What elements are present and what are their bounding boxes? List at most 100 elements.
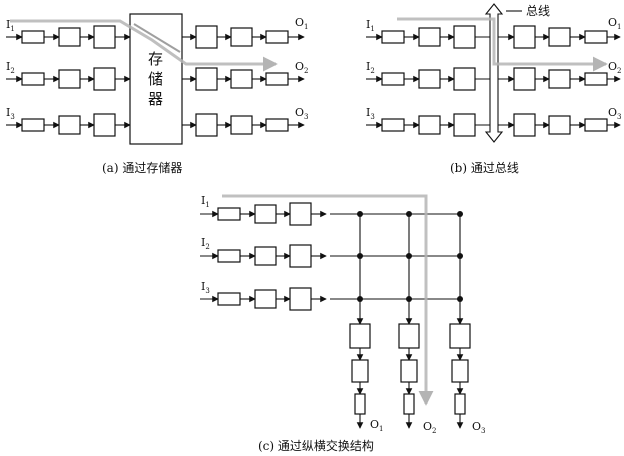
- processing-block: [254, 204, 277, 224]
- queue-block: [513, 113, 536, 137]
- output-buffer: [454, 393, 466, 415]
- input-buffer: [217, 207, 241, 221]
- panel-c-row-3: [200, 287, 460, 311]
- output-buffer: [584, 30, 608, 44]
- crosspoints: [357, 211, 463, 302]
- input-label-2: I2: [201, 236, 210, 251]
- processing-block: [418, 27, 441, 47]
- queue-block: [453, 67, 476, 91]
- crosspoint-dot: [457, 253, 463, 259]
- crosspoint-dot: [457, 211, 463, 217]
- input-label-2: I2: [366, 60, 375, 75]
- panel-a-row-3: [6, 113, 305, 137]
- output-label-3: O3: [472, 420, 486, 435]
- caption-c: (c) 通过纵横交换结构: [258, 438, 374, 453]
- output-buffer: [584, 118, 608, 132]
- output-label-2: O2: [608, 60, 622, 75]
- input-buffer: [21, 118, 45, 132]
- input-buffer: [381, 30, 405, 44]
- input-label-3: I3: [6, 106, 15, 121]
- input-label-1: I1: [201, 194, 210, 209]
- queue-block: [289, 202, 312, 226]
- input-label-1: I1: [366, 18, 375, 33]
- panel-b-row-1: [366, 25, 621, 49]
- processing-block: [58, 115, 81, 135]
- output-buffer: [265, 118, 289, 132]
- panel-a-memory: 存 储 器 I1 I2 I3 O1 O2 O3 (a) 通过存储器: [6, 13, 309, 175]
- processing-block: [451, 359, 469, 383]
- processing-block: [418, 69, 441, 89]
- panel-b-packet-path: [397, 17, 608, 72]
- queue-block: [453, 25, 476, 49]
- memory-label-char: 器: [148, 90, 163, 108]
- crosspoint-dot: [357, 211, 363, 217]
- panel-a-packet-path: [10, 19, 278, 72]
- output-buffer: [265, 30, 289, 44]
- input-label-1: I1: [6, 18, 15, 33]
- processing-block: [548, 115, 571, 135]
- output-label-1: O1: [370, 418, 384, 433]
- processing-block: [58, 69, 81, 89]
- queue-block: [93, 25, 116, 49]
- output-label-2: O2: [295, 60, 309, 75]
- memory-block: [129, 13, 183, 145]
- output-buffer: [403, 393, 415, 415]
- input-label-3: I3: [201, 280, 210, 295]
- queue-block: [513, 25, 536, 49]
- queue-block: [349, 323, 371, 349]
- crosspoint-dot: [406, 253, 412, 259]
- output-buffer: [265, 72, 289, 86]
- output-label-1: O1: [608, 16, 622, 31]
- queue-block: [398, 323, 420, 349]
- processing-block: [58, 27, 81, 47]
- queue-block: [195, 67, 218, 91]
- input-label-3: I3: [366, 106, 375, 121]
- panel-b-bus: 总线 I1 I2 I3 O1 O2 O3 (b) 通过总线: [366, 3, 622, 175]
- input-buffer: [21, 30, 45, 44]
- processing-block: [400, 359, 418, 383]
- bus-arrow: [484, 3, 504, 143]
- panel-c-output-1: [349, 299, 371, 429]
- queue-block: [453, 113, 476, 137]
- crosspoint-dot: [357, 253, 363, 259]
- processing-block: [230, 69, 253, 89]
- queue-block: [449, 323, 471, 349]
- queue-block: [289, 244, 312, 268]
- queue-block: [195, 113, 218, 137]
- input-buffer: [381, 72, 405, 86]
- panel-a-row-2: [6, 67, 305, 91]
- processing-block: [254, 246, 277, 266]
- processing-block: [230, 27, 253, 47]
- processing-block: [418, 115, 441, 135]
- panel-c-packet-path: [222, 194, 434, 406]
- panel-c-output-2: [398, 299, 420, 429]
- output-label-2: O2: [423, 420, 437, 435]
- queue-block: [289, 287, 312, 311]
- processing-block: [548, 69, 571, 89]
- queue-block: [93, 113, 116, 137]
- crosspoint-dot: [406, 211, 412, 217]
- input-buffer: [381, 118, 405, 132]
- input-buffer: [217, 292, 241, 306]
- output-label-1: O1: [295, 16, 309, 31]
- output-label-3: O3: [608, 106, 622, 121]
- panel-c-crossbar: I1 I2 I3 O1 O2 O3 (c) 通过纵横交换结构: [200, 194, 486, 453]
- processing-block: [351, 359, 369, 383]
- queue-block: [195, 25, 218, 49]
- panel-c-row-1: [200, 202, 460, 226]
- output-label-3: O3: [295, 106, 309, 121]
- caption-b: (b) 通过总线: [450, 161, 519, 175]
- queue-block: [513, 67, 536, 91]
- memory-label-char: 存: [148, 50, 163, 68]
- panel-c-row-2: [200, 244, 460, 268]
- processing-block: [548, 27, 571, 47]
- input-label-2: I2: [6, 60, 15, 75]
- input-buffer: [21, 72, 45, 86]
- panel-a-row-1: [6, 25, 305, 49]
- output-buffer: [354, 393, 366, 415]
- panel-c-output-3: [449, 299, 471, 429]
- input-buffer: [217, 249, 241, 263]
- memory-label-char: 储: [148, 70, 163, 88]
